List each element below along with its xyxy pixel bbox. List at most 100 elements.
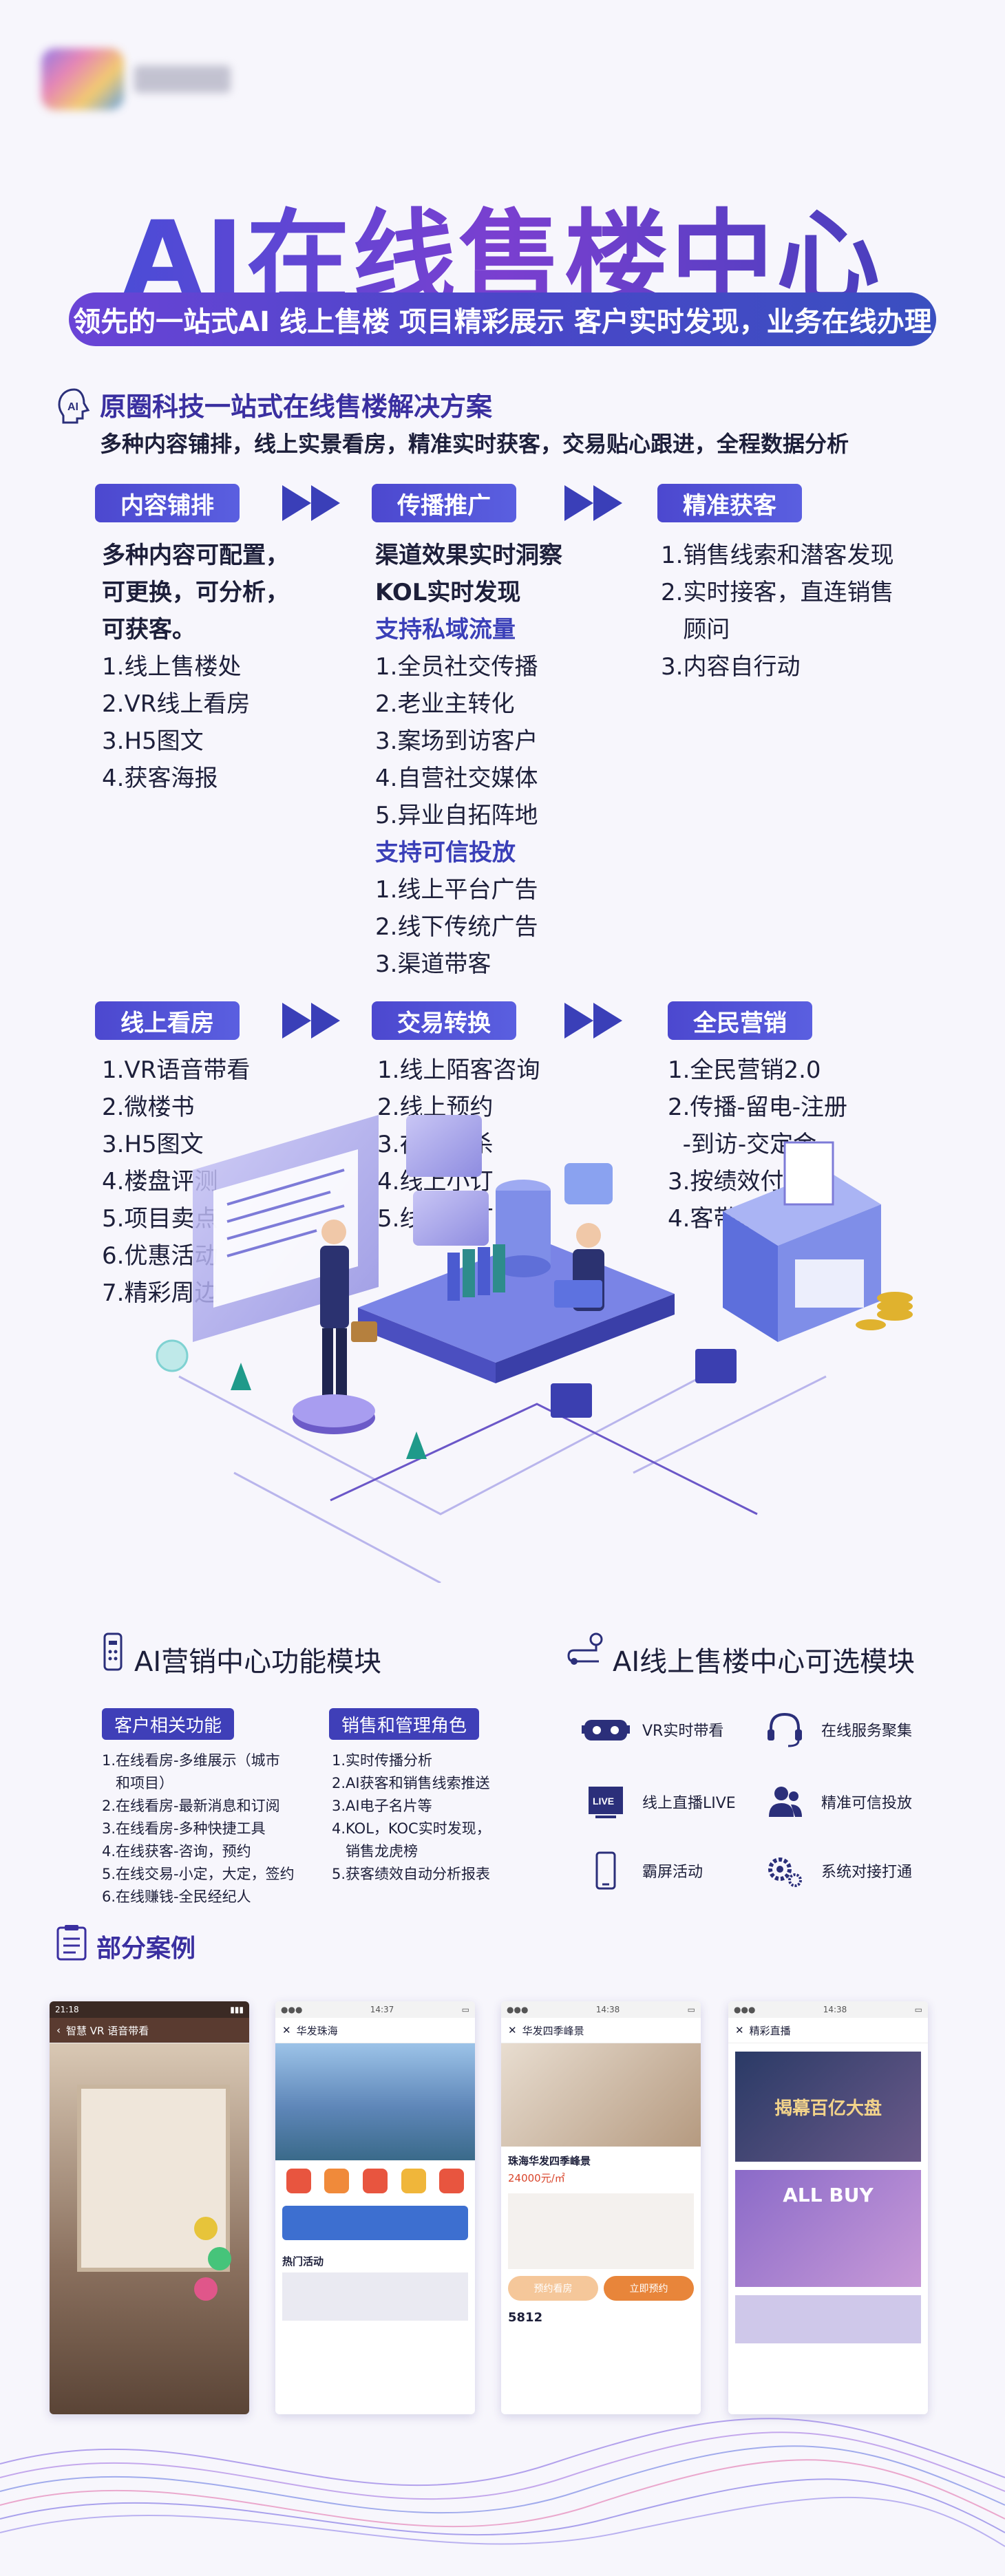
live-banner-2[interactable]: ALL BUY (735, 2170, 921, 2287)
vr-room-image (50, 2043, 249, 2414)
carrier: ●●● (734, 2005, 756, 2014)
list-item: 2.传播-留电-注册 (668, 1094, 847, 1121)
city-banner-image (275, 2043, 475, 2160)
list-item: 5.获客绩效自动分析报表 (332, 1866, 491, 1882)
list-item: 3.H5图文 (102, 727, 204, 755)
isometric-office-illustration (156, 1115, 913, 1583)
live-banner-3[interactable] (735, 2295, 921, 2343)
book-viewing-button[interactable]: 预约看房 (508, 2276, 598, 2301)
stage-content-layout: 内容铺排 (95, 484, 240, 522)
list-item: 1.线上售楼处 (102, 653, 242, 681)
menu-icon[interactable] (324, 2169, 350, 2193)
option-label: 线上直播LIVE (642, 1795, 736, 1812)
project-price: 24000元/㎡ (508, 2172, 565, 2184)
option-label: 霸屏活动 (642, 1864, 704, 1881)
solution-desc: 多种内容铺排，线上实景看房，精准实时获客，交易贴心跟进，全程数据分析 (100, 431, 849, 457)
brand-logo-text (134, 65, 231, 93)
remote-icon (103, 1632, 123, 1671)
modules-right-title: AI线上售楼中心可选模块 (613, 1646, 916, 1678)
book-now-button[interactable]: 立即预约 (604, 2276, 694, 2301)
clipboard-icon (56, 1925, 87, 1961)
list-item: 1.全民营销2.0 (668, 1056, 821, 1084)
stage-label: 线上看房 (120, 1009, 214, 1037)
option-vr: VR实时带看 (582, 1710, 723, 1749)
subtitle-text: 领先的一站式AI 线上售楼 项目精彩展示 客户实时发现，业务在线办理 (73, 306, 932, 338)
option-live: LIVE 线上直播LIVE (582, 1782, 736, 1821)
status-time: 14:38 (595, 2005, 620, 2014)
carrier: ●●● (281, 2005, 303, 2014)
list-item: 1.销售线索和潜客发现 (661, 542, 894, 569)
live-icon: LIVE (589, 1787, 623, 1818)
status-time: 14:37 (370, 2005, 394, 2014)
list-item: 销售龙虎榜 (332, 1843, 419, 1860)
menu-icon[interactable] (286, 2169, 311, 2193)
project-image (501, 2043, 701, 2147)
close-icon[interactable]: ✕ (508, 2024, 517, 2036)
battery-icon: ▭ (461, 2005, 469, 2014)
section-title: 热门活动 (282, 2255, 324, 2268)
list-item: 3.H5图文 (102, 1131, 204, 1158)
list-subheading: 支持私域流量 (375, 616, 516, 643)
close-icon[interactable]: ✕ (735, 2024, 744, 2036)
hotspot-icon[interactable] (208, 2247, 231, 2270)
customer-functions-list: 1.在线看房-多维展示（城市 和项目） 2.在线看房-最新消息和订阅 3.在线看… (102, 1749, 295, 1908)
hotspot-icon[interactable] (194, 2277, 218, 2301)
project-name: 珠海华发四季峰景 (508, 2155, 591, 2167)
close-icon[interactable]: ✕ (282, 2024, 291, 2036)
sales-roles-label: 销售和管理角色 (329, 1708, 480, 1740)
list-item: 可更换，可分析， (102, 579, 289, 606)
app-bar-title: 华发四季峰景 (522, 2024, 584, 2037)
stage-label: 传播推广 (397, 491, 491, 520)
solution-title: 原圈科技一站式在线售楼解决方案 (100, 392, 493, 422)
option-label: 系统对接打通 (821, 1864, 913, 1881)
route-icon (567, 1632, 603, 1665)
stage-content-list: 多种内容可配置， 可更换，可分析， 可获客。 1.线上售楼处 2.VR线上看房 … (102, 537, 289, 797)
sales-roles-list: 1.实时传播分析 2.AI获客和销售线索推送 3.AI电子名片等 4.KOL，K… (332, 1749, 491, 1886)
back-icon[interactable]: ‹ (56, 2024, 61, 2036)
hotspot-icon[interactable] (194, 2217, 218, 2240)
list-item: 2.线下传统广告 (375, 913, 538, 941)
list-item: 可获客。 (102, 616, 195, 643)
arrow-icon (282, 485, 340, 521)
option-integration: 系统对接打通 (761, 1851, 912, 1890)
battery-icon: ▭ (687, 2005, 695, 2014)
list-item: 顾问 (661, 616, 730, 643)
app-bar: ‹智慧 VR 语音带看 (50, 2018, 249, 2043)
list-item: 3.在线看房-多种快捷工具 (102, 1820, 266, 1837)
menu-icon[interactable] (439, 2169, 465, 2193)
status-time: 14:38 (823, 2005, 847, 2014)
svg-text:AI: AI (67, 401, 78, 413)
status-bar: ●●● 14:38 ▭ (501, 2001, 701, 2018)
activity-card[interactable] (282, 2272, 468, 2321)
live-banner-1[interactable]: 揭幕百亿大盘 (735, 2052, 921, 2162)
arrow-icon (564, 1003, 622, 1039)
cases-title: 部分案例 (96, 1935, 196, 1963)
carrier: ●●● (507, 2005, 529, 2014)
vr-headset-icon (582, 1720, 630, 1741)
menu-icon[interactable] (362, 2169, 388, 2193)
stage-online-viewing: 线上看房 (95, 1001, 240, 1040)
list-subheading: 支持可信投放 (375, 839, 516, 866)
list-item: 1.线上陌客咨询 (377, 1056, 540, 1084)
promo-banner[interactable] (282, 2206, 468, 2240)
brand-logo (41, 48, 124, 110)
visitor-count: 5812 (508, 2310, 543, 2325)
ai-head-icon: AI (58, 388, 90, 424)
list-item: 和项目） (102, 1775, 174, 1791)
list-item: 3.AI电子名片等 (332, 1798, 432, 1814)
menu-icon[interactable] (401, 2169, 426, 2193)
status-time: 21:18 (55, 2005, 79, 2014)
stage-promotion-list: 渠道效果实时洞察 KOL实时发现 支持私域流量 1.全员社交传播 2.老业主转化… (375, 537, 562, 983)
customer-functions-label: 客户相关功能 (102, 1708, 235, 1740)
phone-icon (595, 1851, 616, 1890)
arrow-icon (564, 485, 622, 521)
case-phone-vr: 21:18▮▮▮ ‹智慧 VR 语音带看 (50, 2001, 249, 2414)
option-label: VR实时带看 (642, 1723, 724, 1740)
list-item: 2.老业主转化 (375, 690, 515, 718)
list-item: 4.KOL，KOC实时发现， (332, 1820, 491, 1837)
option-screen: 霸屏活动 (582, 1851, 703, 1890)
app-bar: ✕ 华发四季峰景 (501, 2018, 701, 2043)
banner-title: 揭幕百亿大盘 (774, 2098, 882, 2119)
action-row: 预约看房 立即预约 (501, 2276, 701, 2301)
status-bar: 21:18▮▮▮ (50, 2001, 249, 2018)
